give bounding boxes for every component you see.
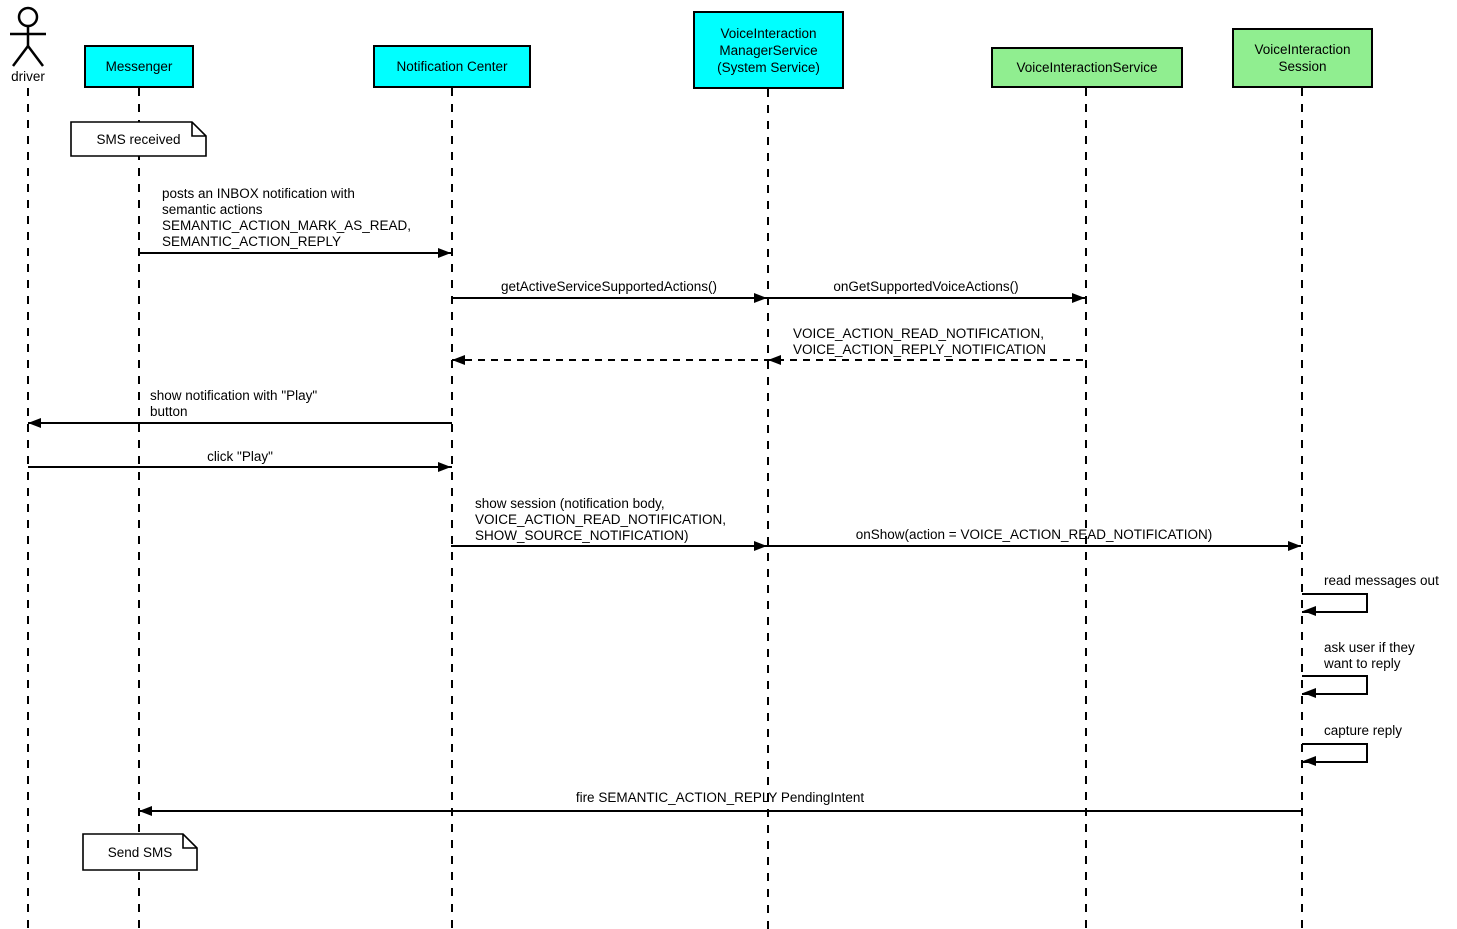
- participant-voiceinteraction-session: VoiceInteraction Session: [1232, 28, 1373, 88]
- lifeline-voiceinteractionservice: [1085, 88, 1087, 929]
- arrowhead-left-icon: [28, 418, 41, 428]
- arrowhead-left-icon: [1303, 688, 1316, 698]
- message-line: [451, 297, 767, 299]
- note-shape: [82, 833, 198, 871]
- arrowhead-right-icon: [754, 293, 767, 303]
- arrowhead-right-icon: [438, 248, 451, 258]
- arrowhead-left-icon: [1303, 756, 1316, 766]
- participant-notification-center-label: Notification Center: [396, 59, 508, 74]
- arrowhead-left-icon: [452, 355, 465, 365]
- lifeline-notification-center: [451, 88, 453, 929]
- note-send-sms-text: Send SMS: [107, 844, 173, 860]
- message-line: [28, 422, 452, 424]
- note-sms-received-text: SMS received: [96, 131, 181, 147]
- message-label-show-notification-play: show notification with "Play" button: [150, 388, 318, 419]
- message-label-on-get-supported-voice-actions: onGetSupportedVoiceActions(): [833, 279, 1019, 294]
- message-line: [451, 545, 767, 547]
- actor-driver-label: driver: [11, 69, 45, 84]
- message-label-posts-inbox-notification: posts an INBOX notification with semanti…: [162, 186, 412, 249]
- message-line: [767, 297, 1085, 299]
- message-label-on-show: onShow(action = VOICE_ACTION_READ_NOTIFI…: [855, 527, 1213, 542]
- arrowhead-right-icon: [438, 462, 451, 472]
- self-message-loop: [1302, 743, 1368, 763]
- message-label-click-play: click "Play": [207, 449, 273, 464]
- lifeline-voiceinteraction-session: [1301, 88, 1303, 929]
- arrowhead-left-icon: [1303, 606, 1316, 616]
- participant-messenger-label: Messenger: [105, 59, 173, 74]
- arrowhead-right-icon: [1288, 541, 1301, 551]
- actor-driver-icon: [10, 6, 46, 67]
- lifeline-driver: [27, 88, 29, 929]
- participant-voiceinteractionservice: VoiceInteractionService: [991, 47, 1183, 88]
- lifeline-voiceinteraction-managerservice: [767, 89, 769, 929]
- message-label-show-session: show session (notification body, VOICE_A…: [475, 496, 727, 543]
- message-label-get-active-service-supported-actions: getActiveServiceSupportedActions(): [500, 279, 718, 294]
- lifeline-messenger: [138, 88, 140, 929]
- self-message-loop: [1302, 675, 1368, 695]
- note-sms-received: SMS received: [70, 121, 207, 157]
- message-label-ask-user-reply: ask user if they want to reply: [1324, 640, 1415, 671]
- participant-voiceinteraction-managerservice: VoiceInteraction ManagerService (System …: [693, 11, 844, 89]
- participant-voiceinteractionservice-label: VoiceInteractionService: [1016, 60, 1158, 75]
- arrowhead-right-icon: [1072, 293, 1085, 303]
- participant-notification-center: Notification Center: [373, 45, 531, 88]
- note-shape: [70, 121, 207, 157]
- message-label-voice-actions-return: VOICE_ACTION_READ_NOTIFICATION, VOICE_AC…: [793, 326, 1047, 357]
- message-line: [767, 545, 1301, 547]
- message-label-fire-pending-intent: fire SEMANTIC_ACTION_REPLY PendingIntent: [575, 790, 865, 805]
- note-send-sms: Send SMS: [82, 833, 198, 871]
- self-message-loop: [1302, 593, 1368, 613]
- message-line: [28, 466, 452, 468]
- message-label-read-messages-out: read messages out: [1324, 573, 1439, 588]
- arrowhead-left-icon: [139, 806, 152, 816]
- participant-voiceinteraction-managerservice-label: VoiceInteraction ManagerService (System …: [717, 25, 820, 75]
- message-label-capture-reply: capture reply: [1324, 723, 1403, 738]
- arrowhead-right-icon: [754, 541, 767, 551]
- arrowhead-left-icon: [768, 355, 781, 365]
- participant-messenger: Messenger: [84, 45, 194, 88]
- message-line: [139, 810, 1302, 812]
- participant-voiceinteraction-session-label: VoiceInteraction Session: [1254, 42, 1351, 74]
- message-line: [138, 252, 451, 254]
